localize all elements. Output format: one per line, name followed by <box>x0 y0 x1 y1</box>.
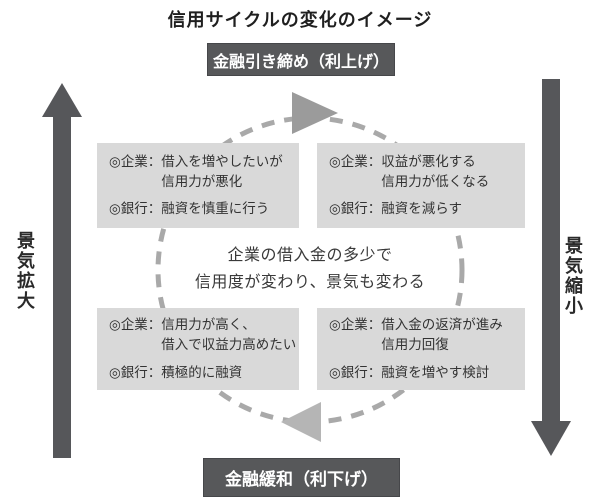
company-item: ◎企業： 収益が悪化する 信用力が低くなる <box>329 152 521 193</box>
monetary-tightening-label: 金融引き締め（利上げ） <box>212 53 389 71</box>
center-note-line: 信用度が変わり、景気も変わる <box>194 273 426 291</box>
bank-line: 融資を慎重に行う <box>161 201 270 217</box>
bank-line: 融資を減らす <box>381 201 463 217</box>
bank-label: ◎銀行： <box>329 201 382 217</box>
company-line: 収益が悪化する <box>381 153 476 169</box>
company-label: ◎企業： <box>329 317 382 333</box>
quadrant-bottom-right: ◎企業： 借入金の返済が進み 信用力回復 ◎銀行： 融資を増やす検討 <box>317 308 525 390</box>
expansion-arrow-head-icon <box>42 83 82 117</box>
quadrant-top-left: ◎企業： 借入を増やしたいが 信用力が悪化 ◎銀行： 融資を慎重に行う <box>97 143 299 228</box>
company-line: 借入で収益力高めたい <box>161 337 297 353</box>
center-note-line: 企業の借入金の多少で <box>227 247 393 264</box>
company-line: 信用力が悪化 <box>161 173 243 189</box>
cycle-arrow-top-icon <box>292 92 338 134</box>
monetary-easing-label: 金融緩和（利下げ） <box>225 470 378 489</box>
bank-line: 融資を増やす検討 <box>381 364 490 380</box>
quadrant-bottom-left: ◎企業： 信用力が高く、 借入で収益力高めたい ◎銀行： 積極的に融資 <box>97 308 299 390</box>
quadrant-top-right: ◎企業： 収益が悪化する 信用力が低くなる ◎銀行： 融資を減らす <box>317 143 525 228</box>
page-title: 信用サイクルの変化のイメージ <box>167 10 433 30</box>
company-line: 信用力が低くなる <box>381 173 490 189</box>
company-label: ◎企業： <box>329 153 382 169</box>
company-item: ◎企業： 信用力が高く、 借入で収益力高めたい <box>109 315 297 356</box>
cycle-arrow-bottom-icon <box>281 402 321 442</box>
expansion-arrow-shaft <box>53 116 71 458</box>
economic-expansion-label: 景気拡大 <box>15 231 35 311</box>
company-item: ◎企業： 借入を増やしたいが 信用力が悪化 <box>109 152 295 193</box>
bank-label: ◎銀行： <box>109 201 162 217</box>
bank-label: ◎銀行： <box>109 364 162 380</box>
company-item: ◎企業： 借入金の返済が進み 信用力回復 <box>329 315 521 356</box>
bank-label: ◎銀行： <box>329 364 382 380</box>
bank-item: ◎銀行： 融資を減らす <box>329 199 521 219</box>
bank-item: ◎銀行： 融資を慎重に行う <box>109 199 295 219</box>
bank-item: ◎銀行： 融資を増やす検討 <box>329 363 521 383</box>
company-line: 借入を増やしたいが <box>161 153 283 169</box>
economic-contraction-label: 景気縮小 <box>563 236 583 316</box>
monetary-easing-banner: 金融緩和（利下げ） <box>203 458 400 497</box>
company-label: ◎企業： <box>109 317 162 333</box>
monetary-tightening-banner: 金融引き締め（利上げ） <box>207 43 395 76</box>
company-line: 借入金の返済が進み <box>381 317 503 333</box>
company-label: ◎企業： <box>109 153 162 169</box>
contraction-arrow-shaft <box>542 79 560 421</box>
contraction-arrow-head-icon <box>531 421 571 456</box>
company-line: 信用力が高く、 <box>161 317 256 333</box>
company-line: 信用力回復 <box>381 337 449 353</box>
cycle-center-note: 企業の借入金の多少で 信用度が変わり、景気も変わる <box>155 243 465 297</box>
bank-item: ◎銀行： 積極的に融資 <box>109 363 295 383</box>
bank-line: 積極的に融資 <box>161 364 243 380</box>
